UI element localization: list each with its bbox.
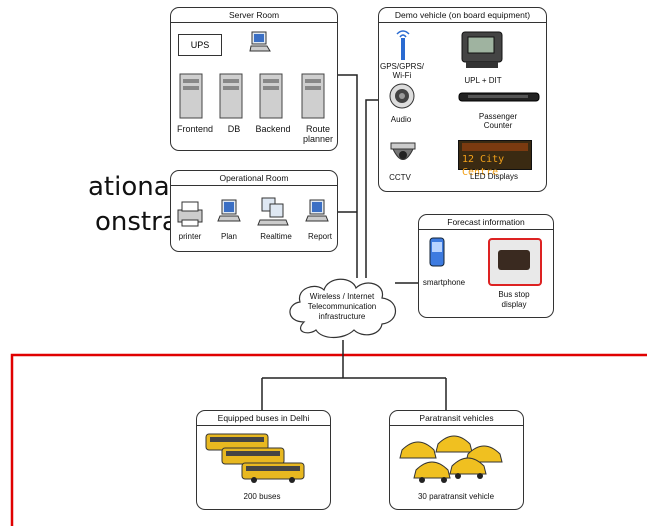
monitor-icon: [249, 31, 271, 52]
server-label-frontend: Frontend: [176, 124, 214, 134]
buses-title: Equipped buses in Delhi: [217, 413, 310, 423]
report-label: Report: [307, 232, 332, 241]
demo-vehicle-title: Demo vehicle (on board equipment): [394, 10, 531, 20]
cctv-label: CCTV: [389, 173, 411, 182]
monitor-icon-realtime: [257, 197, 289, 226]
antenna-icon: [396, 30, 410, 60]
forecast-title: Forecast information: [447, 217, 525, 227]
server-icon-frontend: [179, 73, 203, 119]
smartphone-icon: [429, 237, 445, 267]
bus-fleet-icon: [205, 433, 305, 483]
realtime-label: Realtime: [260, 232, 292, 241]
bus-stop-display-icon: [488, 238, 542, 286]
audio-label: Audio: [390, 115, 412, 124]
server-label-route-planner: Route planner: [302, 124, 334, 144]
cloud-label: Wireless / Internet Telecommunication in…: [307, 292, 377, 321]
printer-label: printer: [178, 232, 202, 241]
upl-label: UPL + DIT: [464, 76, 502, 85]
monitor-icon-report: [305, 199, 329, 222]
smartphone-label: smartphone: [422, 278, 466, 287]
gps-label: GPS/GPRS/ Wi-Fi: [380, 62, 425, 80]
autorickshaw-icon: [399, 435, 503, 483]
operational-icons: [177, 197, 329, 227]
server-label-backend: Backend: [255, 124, 291, 134]
led-display-text: 12 City Centre: [462, 154, 505, 178]
server-icon-route-planner: [301, 73, 325, 119]
upl-device-icon: [461, 31, 503, 68]
paratransit-title: Paratransit vehicles: [419, 413, 494, 423]
ups-box: UPS: [178, 34, 222, 56]
bus-stop-label: Bus stop display: [498, 290, 530, 309]
cloud-icon: [289, 278, 397, 339]
operational-room-title: Operational Room: [219, 173, 289, 183]
passenger-counter-label: Passenger Counter: [478, 112, 518, 130]
printer-icon: [177, 201, 203, 227]
slide-text-line1: ational: [88, 172, 177, 202]
paratransit-count-label: 30 paratransit vehicle: [417, 492, 495, 501]
speaker-icon: [389, 83, 415, 109]
server-room-title: Server Room: [228, 10, 280, 20]
passenger-counter-icon: [458, 92, 540, 102]
cctv-icon: [390, 142, 416, 160]
monitor-icon-plan: [217, 199, 241, 222]
led-label: LED Displays: [469, 172, 518, 181]
server-label-db: DB: [227, 124, 241, 134]
server-icon-db: [219, 73, 243, 119]
led-display-icon: 12 City Centre: [458, 140, 532, 178]
server-towers: [179, 73, 325, 119]
server-icon-backend: [259, 73, 283, 119]
red-frame: [10, 353, 647, 526]
plan-label: Plan: [220, 232, 237, 241]
buses-count-label: 200 buses: [243, 492, 281, 501]
